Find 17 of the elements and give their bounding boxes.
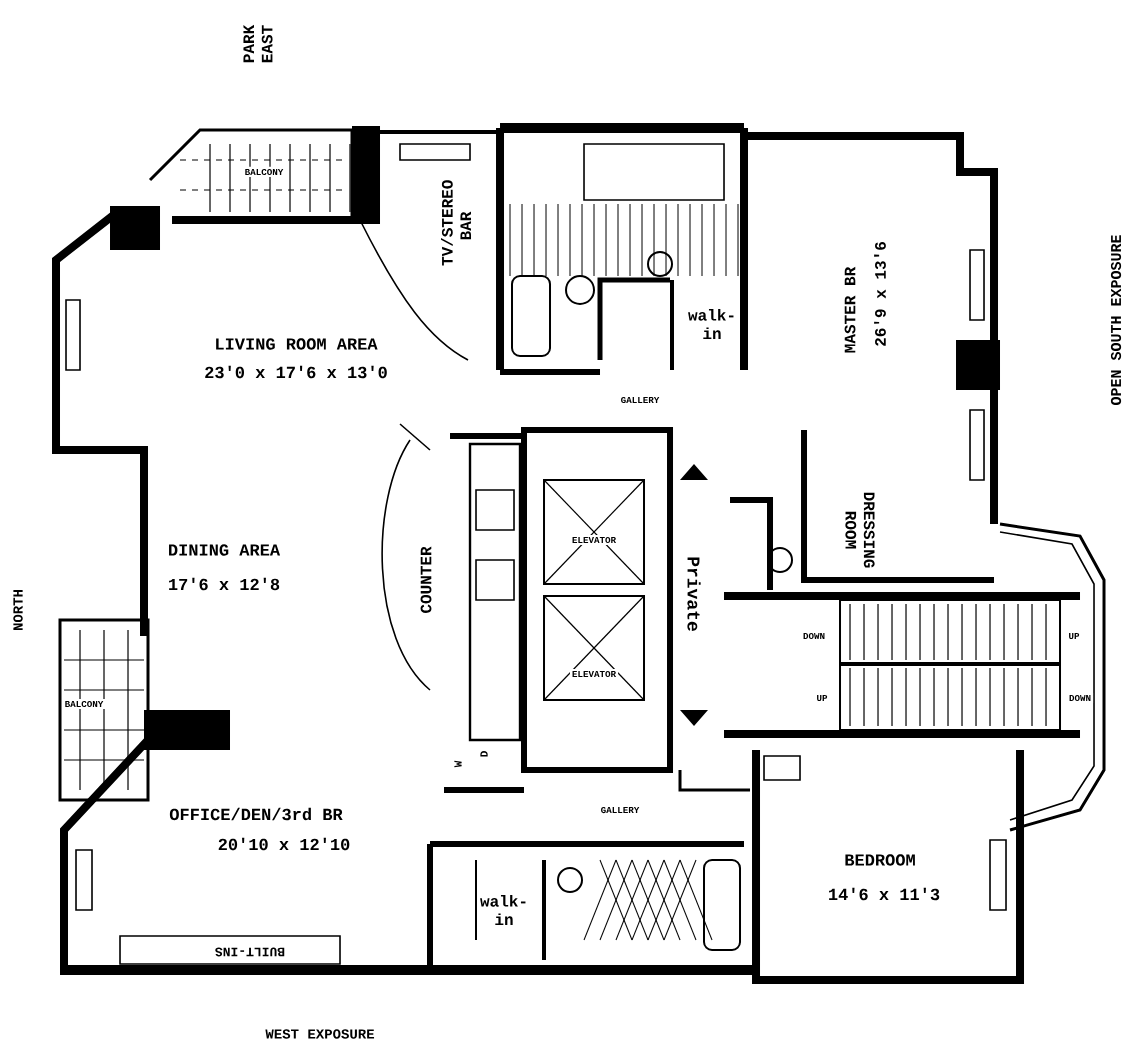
dimension-label: 23'0 x 17'6 x 13'0 xyxy=(205,365,387,379)
room-label: COUNTER xyxy=(420,546,432,613)
room-label: DRESSING ROOM xyxy=(845,492,875,568)
dimension-label: 14'6 x 11'3 xyxy=(829,887,940,901)
room-label: LIVING ROOM AREA xyxy=(216,338,378,350)
sign-label: Private xyxy=(687,557,701,631)
room-label: DINING AREA xyxy=(169,544,281,556)
room-label: MASTER BR xyxy=(844,266,856,353)
compass-label: PARK EAST xyxy=(243,24,273,63)
dimension-label: 26'9 x 13'6 xyxy=(874,242,886,346)
dimension-label: 20'10 x 12'10 xyxy=(218,837,350,851)
dimension-label: 17'6 x 12'8 xyxy=(169,577,280,591)
room-label: TV/STEREO BAR xyxy=(441,180,471,266)
room-label: walk-in xyxy=(480,895,526,925)
room-label: walk-in xyxy=(688,309,734,339)
room-label: BEDROOM xyxy=(845,854,915,866)
room-label: OFFICE/DEN/3rd BR xyxy=(169,807,343,821)
